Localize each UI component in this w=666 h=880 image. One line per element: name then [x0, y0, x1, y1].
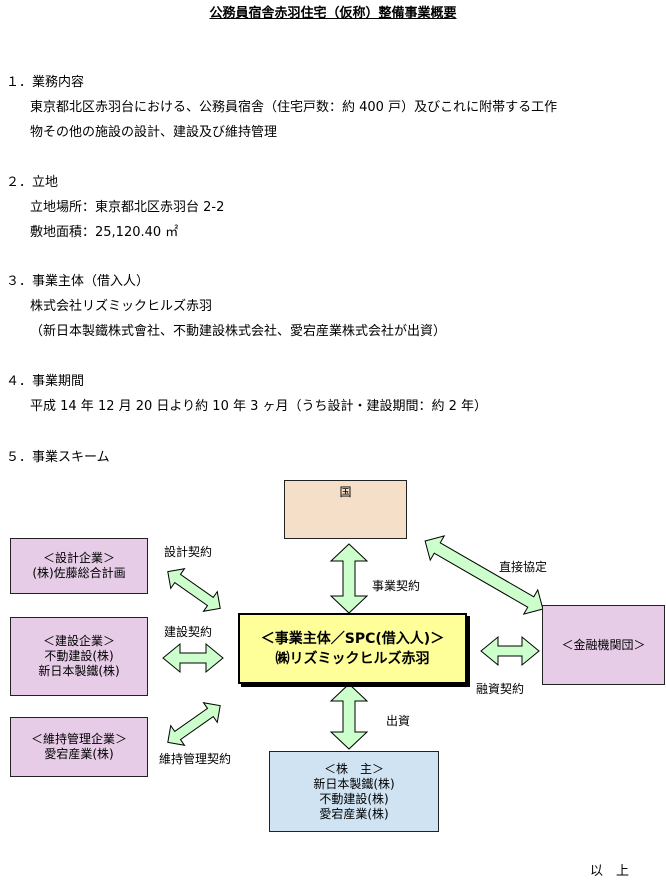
maintenance-contract-arrow [167, 701, 221, 747]
finance-title: ＜金融機関団＞ [561, 637, 646, 652]
investment-arrow [329, 683, 369, 750]
section-3-line-1: 株式会社リズミックヒルズ赤羽 [30, 299, 213, 314]
loan-contract-arrow [480, 635, 540, 667]
section-2-line-1: 立地場所：東京都北区赤羽台 2-2 [30, 200, 225, 215]
loan-contract-label: 融資契約 [476, 682, 525, 696]
maintenance-contract-label: 維持管理契約 [159, 752, 232, 766]
spc-box: ＜事業主体／SPC(借入人)＞ ㈱リズミックヒルズ赤羽 [238, 613, 467, 684]
section-1-line-1: 東京都北区赤羽台における、公務員宿舎（住宅戸数：約 400 戸）及びこれに附帯す… [30, 100, 558, 115]
design-contract-label: 設計契約 [164, 545, 213, 559]
design-company-title: ＜設計企業＞ [42, 551, 115, 565]
spc-title: ＜事業主体／SPC(借入人)＞ [260, 630, 445, 647]
document-title: 公務員宿舎赤羽住宅（仮称）整備事業概要 [209, 6, 457, 21]
business-contract-label: 事業契約 [372, 579, 421, 593]
design-contract-arrow [167, 567, 221, 613]
closing-text: 以 上 [590, 864, 630, 879]
section-5-heading: ５．事業スキーム [6, 450, 110, 465]
construction-company-title: ＜建設企業＞ [42, 634, 115, 648]
country-label: 国 [339, 485, 352, 499]
finance-box: ＜金融機関団＞ [542, 605, 665, 685]
section-1-line-2: 物その他の施設の設計、建設及び維持管理 [30, 125, 278, 140]
section-4-heading: ４．事業期間 [6, 374, 85, 389]
shareholder-3: 愛宕産業(株) [319, 806, 389, 821]
construction-company-name-1: 不動建設(株) [44, 649, 114, 663]
section-3-line-2: （新日本製鐵株式會社、不動建設株式会社、愛宕産業株式会社が出資） [30, 324, 447, 339]
shareholders-title: ＜株 主＞ [323, 761, 384, 776]
construction-company-name-2: 新日本製鐵(株) [38, 664, 120, 678]
spc-name: ㈱リズミックヒルズ赤羽 [275, 650, 430, 667]
section-3-heading: ３．事業主体（借入人） [6, 274, 150, 289]
construction-contract-label: 建設契約 [164, 625, 213, 639]
shareholder-1: 新日本製鐵(株) [313, 776, 395, 791]
maintenance-company-box: ＜維持管理企業＞ 愛宕産業(株) [10, 717, 148, 777]
investment-label: 出資 [386, 714, 411, 728]
shareholder-2: 不動建設(株) [319, 791, 389, 806]
section-1-heading: １．業務内容 [6, 75, 85, 90]
direct-agreement-arrow [424, 535, 544, 615]
direct-agreement-label: 直接協定 [499, 560, 548, 574]
design-company-name: (株)佐藤総合計画 [32, 566, 126, 580]
maintenance-company-title: ＜維持管理企業＞ [30, 732, 127, 746]
shareholders-box: ＜株 主＞ 新日本製鐵(株) 不動建設(株) 愛宕産業(株) [269, 751, 439, 832]
construction-company-box: ＜建設企業＞ 不動建設(株) 新日本製鐵(株) [10, 617, 148, 696]
maintenance-company-name: 愛宕産業(株) [44, 747, 114, 761]
construction-contract-arrow [162, 642, 224, 674]
business-contract-arrow [329, 543, 369, 614]
design-company-box: ＜設計企業＞ (株)佐藤総合計画 [10, 538, 148, 594]
section-4-line-1: 平成 14 年 12 月 20 日より約 10 年 3 ヶ月（うち設計・建設期間… [30, 399, 488, 414]
section-2-heading: ２．立地 [6, 175, 59, 190]
country-box: 国 [284, 480, 407, 539]
section-2-line-2: 敷地面積：25,120.40 ㎡ [30, 225, 179, 240]
